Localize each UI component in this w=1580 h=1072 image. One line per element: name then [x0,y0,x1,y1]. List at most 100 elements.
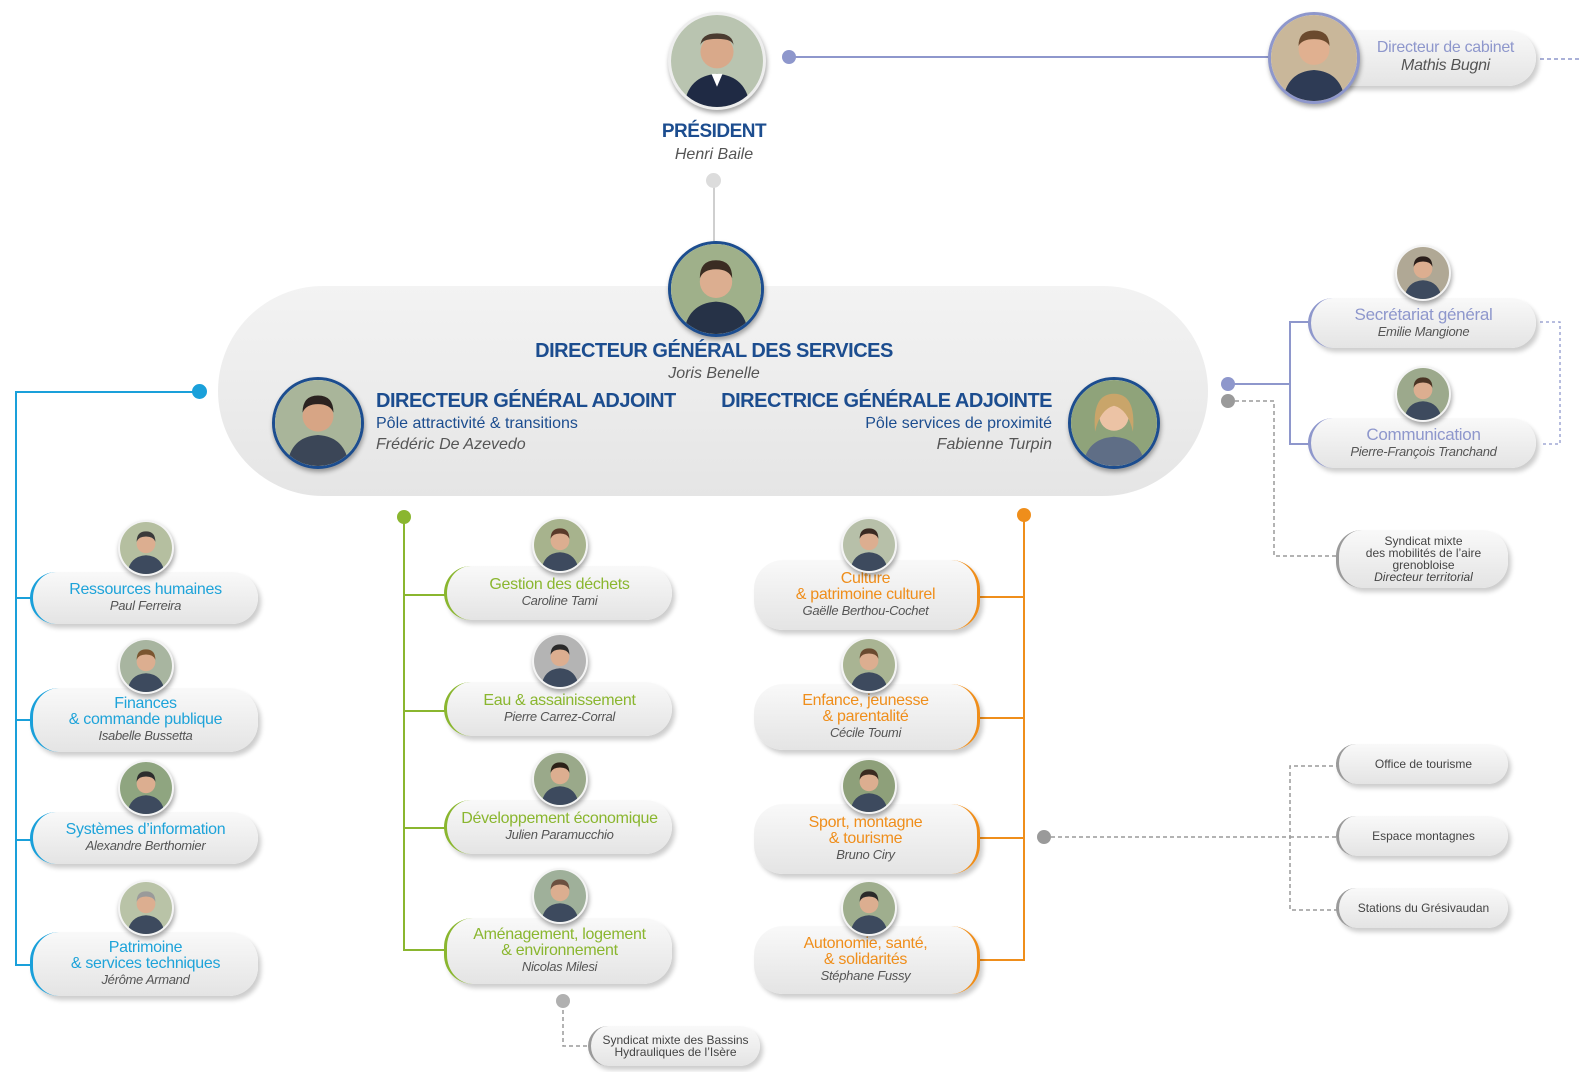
person-photo-icon [1395,245,1451,301]
service-title: Patrimoine [108,939,183,956]
tourism-box[interactable]: Espace montagnes [1336,816,1508,856]
dga-right-title: DIRECTRICE GÉNÉRALE ADJOINTE [721,390,1052,412]
service-title-line2: & commande publique [68,711,223,728]
service-title: Secrétariat général [1354,305,1493,324]
service-title: Enfance, jeunesse [802,692,929,709]
dga-left-title: DIRECTEUR GÉNÉRAL ADJOINT [376,390,676,412]
syndicat-bassins-box[interactable]: Syndicat mixte des Bassins Hydrauliques … [588,1026,760,1066]
president-name: Henri Baile [674,146,754,163]
service-title-line2: & patrimoine culturel [795,586,936,603]
tourism-box-label: Office de tourisme [1374,757,1473,771]
service-title: Communication [1366,425,1481,444]
person-photo-icon [532,868,588,924]
syndicat-role: Directeur territorial [1374,570,1473,584]
service-box[interactable]: Finances & commande publique Isabelle Bu… [30,688,258,752]
dga-left-name: Frédéric De Azevedo [376,436,526,453]
person-photo-icon [841,517,897,573]
cabinet-title: Directeur de cabinet [1376,39,1515,56]
person-photo-icon [532,633,588,689]
person-photo-icon [671,15,763,107]
service-title: Ressources humaines [69,581,222,598]
connector-dot [192,384,207,399]
service-head-name: Isabelle Bussetta [98,728,193,743]
syndicat-line: Syndicat mixte [1384,534,1463,548]
person-photo-icon [118,638,174,694]
service-title-line2: & solidarités [823,951,908,968]
service-head-name: Gaëlle Berthou-Cochet [802,603,929,618]
dgs-photo [668,241,764,337]
syndicat-line: Syndicat mixte des Bassins [602,1033,749,1047]
president-title: PRÉSIDENT [661,121,767,142]
person-photo-icon [1395,366,1451,422]
service-title: Eau & assainissement [483,692,636,709]
person-photo-icon [118,880,174,936]
service-box[interactable]: Enfance, jeunesse & parentalité Cécile T… [754,684,980,750]
service-head-name: Julien Paramucchio [505,827,614,842]
syndicat-line: Hydrauliques de l’Isère [614,1045,737,1059]
service-head-name: Paul Ferreira [109,598,182,613]
president-photo [668,12,766,110]
connector-dot [1017,508,1031,522]
service-head-name: Cécile Toumi [829,725,902,740]
person-photo-icon [1071,380,1157,466]
connector-dot [1221,377,1235,391]
cabinet-photo [1268,12,1360,104]
person-photo-icon [841,637,897,693]
service-box[interactable]: Développement économique Julien Paramucc… [444,800,672,854]
service-box[interactable]: Systèmes d’information Alexandre Berthom… [30,812,258,864]
cabinet-box[interactable]: Directeur de cabinet Mathis Bugni [1322,30,1536,86]
syndicat-line: grenobloise [1392,558,1455,572]
service-box[interactable]: Eau & assainissement Pierre Carrez-Corra… [444,682,672,736]
dga-right-pole: Pôle services de proximité [865,415,1052,432]
service-title: Finances [114,695,177,712]
dga-left-pole: Pôle attractivité & transitions [376,415,578,432]
service-box[interactable]: Ressources humaines Paul Ferreira [30,572,258,624]
service-title: Systèmes d’information [65,821,226,838]
tourism-box-label: Espace montagnes [1372,829,1475,843]
tourism-box[interactable]: Stations du Grésivaudan [1336,888,1508,928]
connector-dot [1221,394,1235,408]
dga-left-photo [272,377,364,469]
service-title: Autonomie, santé, [803,935,928,952]
service-title: Gestion des déchets [489,576,630,593]
cabinet-name: Mathis Bugni [1401,57,1490,74]
dgs-title: DIRECTEUR GÉNÉRAL DES SERVICES [535,340,893,362]
service-head-name: Emilie Mangione [1377,324,1470,339]
person-photo-icon [532,751,588,807]
service-title: Sport, montagne [808,814,923,831]
service-box[interactable]: Secrétariat général Emilie Mangione [1308,298,1536,348]
connector-dot [782,50,796,64]
person-photo-icon [275,380,361,466]
service-box[interactable]: Autonomie, santé, & solidarités Stéphane… [754,926,980,994]
tourism-box[interactable]: Office de tourisme [1336,744,1508,784]
service-title: Culture [840,570,891,587]
connector-dot [556,994,570,1008]
service-title-line2: & environnement [501,942,618,959]
person-photo-icon [118,520,174,576]
syndicat-line: des mobilités de l’aire [1365,546,1482,560]
connector-dot [706,173,721,188]
service-box[interactable]: Patrimoine & services techniques Jérôme … [30,932,258,996]
person-photo-icon [841,880,897,936]
service-title-line2: & parentalité [822,708,909,725]
service-head-name: Stéphane Fussy [820,968,911,983]
service-head-name: Pierre-François Tranchand [1350,444,1497,459]
person-photo-icon [1271,15,1357,101]
service-head-name: Nicolas Milesi [521,959,598,974]
service-head-name: Jérôme Armand [101,972,190,987]
service-box[interactable]: Communication Pierre-François Tranchand [1308,418,1536,468]
dga-right-name: Fabienne Turpin [936,436,1052,453]
dga-right-photo [1068,377,1160,469]
service-head-name: Pierre Carrez-Corral [503,709,616,724]
service-box[interactable]: Gestion des déchets Caroline Tami [444,566,672,620]
service-box[interactable]: Sport, montagne & tourisme Bruno Ciry [754,804,980,874]
service-head-name: Bruno Ciry [836,847,895,862]
person-photo-icon [671,244,761,334]
service-head-name: Caroline Tami [521,593,598,608]
syndicat-mobilites-box[interactable]: Syndicat mixte des mobilités de l’aire g… [1336,530,1508,588]
connector-dot [1037,830,1051,844]
service-box[interactable]: Culture & patrimoine culturel Gaëlle Ber… [754,560,980,630]
service-box[interactable]: Aménagement, logement & environnement Ni… [444,918,672,984]
dgs-name: Joris Benelle [668,365,760,382]
